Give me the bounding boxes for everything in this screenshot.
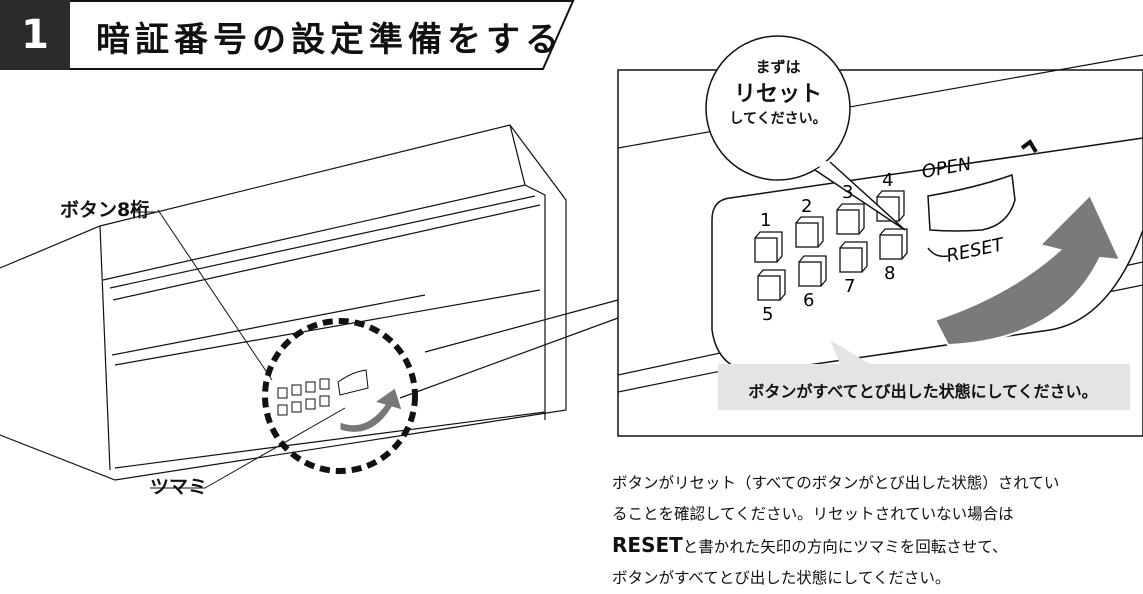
zoom-circle: [262, 318, 418, 474]
step-number-badge: [0, 0, 70, 70]
reset-keyword: RESET: [612, 533, 683, 557]
safe-drawing: [0, 124, 567, 481]
zoom-buttons: [754, 190, 908, 301]
knob: [927, 173, 1016, 232]
description-line1: ボタンがリセット（すべてのボタンがとび出した状態）されてい: [612, 474, 1060, 492]
step-header: 1 暗証番号の設定準備をする: [0, 0, 575, 70]
rotate-arrow: [933, 193, 1122, 347]
bubble-line3: してください。: [729, 111, 827, 127]
btn-num-7: 7: [844, 276, 855, 297]
btn-num-6: 6: [803, 290, 814, 311]
speech-bubble: [705, 35, 851, 181]
mini-rotate-arrow: [339, 387, 403, 433]
knob-label: ツマミ: [150, 476, 208, 498]
description-line2: ることを確認してください。リセットされていない場合は: [612, 505, 1014, 523]
bubble-line2: リセット: [733, 82, 822, 107]
description-line3-rest: と書かれた矢印の方向にツマミを回転させて、: [682, 538, 1008, 556]
btn-num-2: 2: [801, 196, 812, 217]
mini-panel: [277, 369, 369, 416]
step-title: 暗証番号の設定準備をする: [96, 20, 564, 60]
btn-num-3: 3: [842, 182, 853, 203]
instruction-text: ボタンがすべてとび出した状態にしてください。: [748, 382, 1098, 401]
bubble-line1: まずは: [755, 58, 801, 76]
buttons-label: ボタン8桁: [60, 199, 150, 221]
description-line4: ボタンがすべてとび出した状態にしてください。: [612, 569, 951, 587]
btn-num-4: 4: [882, 170, 893, 191]
description-line3: RESETと書かれた矢印の方向にツマミを回転させて、: [612, 530, 1143, 563]
description: ボタンがリセット（すべてのボタンがとび出した状態）されてい ることを確認してくだ…: [612, 468, 1143, 594]
btn-num-5: 5: [762, 304, 773, 325]
btn-num-1: 1: [760, 210, 771, 231]
step-number: 1: [21, 12, 49, 58]
title-frame: [70, 0, 575, 70]
btn-num-8: 8: [884, 263, 895, 284]
instruction-banner: [718, 340, 1130, 410]
